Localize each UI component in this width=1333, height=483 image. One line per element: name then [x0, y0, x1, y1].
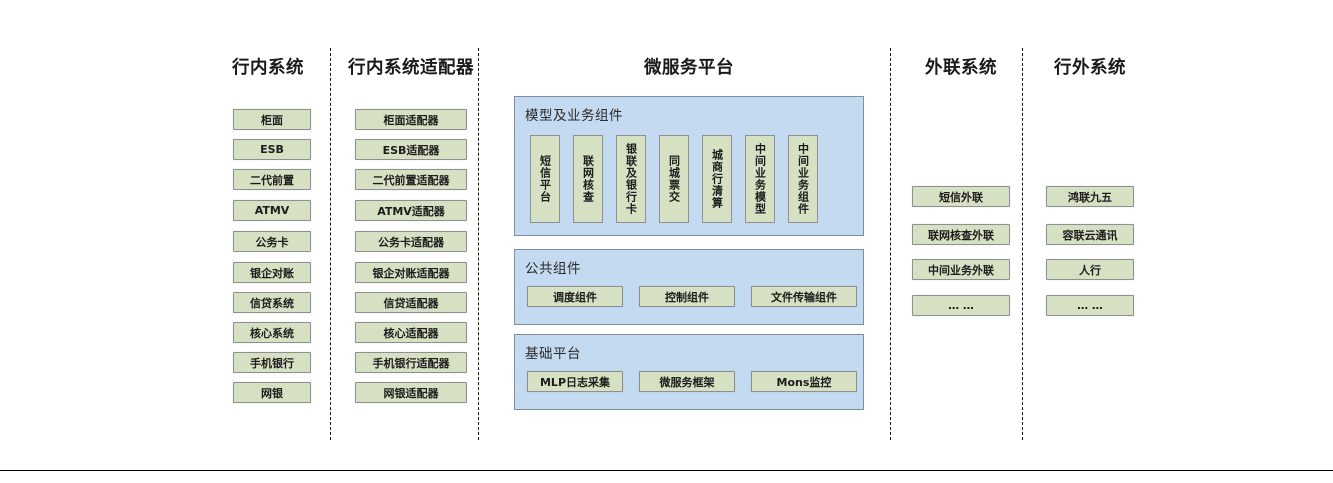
- node-adapter-3[interactable]: ATMV适配器: [355, 200, 467, 221]
- column-title-microservice-platform: 微服务平台: [644, 58, 734, 78]
- node-external-1[interactable]: 联网核查外联: [912, 224, 1010, 245]
- node-in-bank-3[interactable]: ATMV: [233, 200, 311, 221]
- column-divider-2: [478, 48, 479, 440]
- node-adapter-6[interactable]: 信贷适配器: [355, 292, 467, 313]
- node-in-bank-4[interactable]: 公务卡: [233, 231, 311, 252]
- group-label-base-platform: 基础平台: [525, 346, 581, 362]
- node-base-0[interactable]: MLP日志采集: [527, 371, 623, 392]
- page-bottom-rule: [0, 470, 1333, 471]
- node-adapter-1[interactable]: ESB适配器: [355, 139, 467, 160]
- node-model-4[interactable]: 城商行清算: [702, 135, 732, 223]
- node-model-1[interactable]: 联网核查: [573, 135, 603, 223]
- node-adapter-4[interactable]: 公务卡适配器: [355, 231, 467, 252]
- node-off-bank-1[interactable]: 容联云通讯: [1046, 224, 1134, 245]
- column-title-in-bank-adapter: 行内系统适配器: [348, 58, 474, 78]
- node-in-bank-5[interactable]: 银企对账: [233, 262, 311, 283]
- column-divider-1: [330, 48, 331, 440]
- node-public-1[interactable]: 控制组件: [639, 286, 735, 307]
- node-off-bank-2[interactable]: 人行: [1046, 259, 1134, 280]
- node-in-bank-6[interactable]: 信贷系统: [233, 292, 311, 313]
- node-external-3[interactable]: … …: [912, 295, 1010, 316]
- node-in-bank-9[interactable]: 网银: [233, 382, 311, 403]
- column-title-in-bank: 行内系统: [232, 58, 304, 78]
- node-off-bank-0[interactable]: 鸿联九五: [1046, 186, 1134, 207]
- node-external-2[interactable]: 中间业务外联: [912, 259, 1010, 280]
- node-adapter-5[interactable]: 银企对账适配器: [355, 262, 467, 283]
- node-model-2-label: 银联及银行卡: [624, 143, 638, 215]
- node-model-0[interactable]: 短信平台: [530, 135, 560, 223]
- node-in-bank-7[interactable]: 核心系统: [233, 322, 311, 343]
- node-in-bank-1[interactable]: ESB: [233, 139, 311, 160]
- node-in-bank-8[interactable]: 手机银行: [233, 352, 311, 373]
- node-base-2[interactable]: Mons监控: [751, 371, 857, 392]
- node-public-2[interactable]: 文件传输组件: [751, 286, 857, 307]
- node-model-3[interactable]: 同城票交: [659, 135, 689, 223]
- column-title-external-link: 外联系统: [925, 58, 997, 78]
- node-model-6[interactable]: 中间业务组件: [788, 135, 818, 223]
- node-model-5[interactable]: 中间业务模型: [745, 135, 775, 223]
- node-adapter-2[interactable]: 二代前置适配器: [355, 169, 467, 190]
- node-external-0[interactable]: 短信外联: [912, 186, 1010, 207]
- node-adapter-0[interactable]: 柜面适配器: [355, 109, 467, 130]
- node-adapter-8[interactable]: 手机银行适配器: [355, 352, 467, 373]
- node-adapter-7[interactable]: 核心适配器: [355, 322, 467, 343]
- column-divider-4: [1022, 48, 1023, 440]
- node-public-0[interactable]: 调度组件: [527, 286, 623, 307]
- group-label-public-components: 公共组件: [525, 261, 581, 277]
- group-label-model-business-components: 模型及业务组件: [525, 108, 623, 124]
- node-model-3-label: 同城票交: [667, 155, 681, 203]
- node-off-bank-3[interactable]: … …: [1046, 295, 1134, 316]
- node-in-bank-2[interactable]: 二代前置: [233, 169, 311, 190]
- node-model-6-label: 中间业务组件: [796, 143, 810, 215]
- node-model-0-label: 短信平台: [538, 155, 552, 203]
- node-model-1-label: 联网核查: [581, 155, 595, 203]
- column-divider-3: [890, 48, 891, 440]
- node-base-1[interactable]: 微服务框架: [639, 371, 735, 392]
- node-adapter-9[interactable]: 网银适配器: [355, 382, 467, 403]
- node-model-5-label: 中间业务模型: [753, 143, 767, 215]
- node-in-bank-0[interactable]: 柜面: [233, 109, 311, 130]
- column-title-off-bank: 行外系统: [1054, 58, 1126, 78]
- node-model-4-label: 城商行清算: [710, 149, 724, 209]
- node-model-2[interactable]: 银联及银行卡: [616, 135, 646, 223]
